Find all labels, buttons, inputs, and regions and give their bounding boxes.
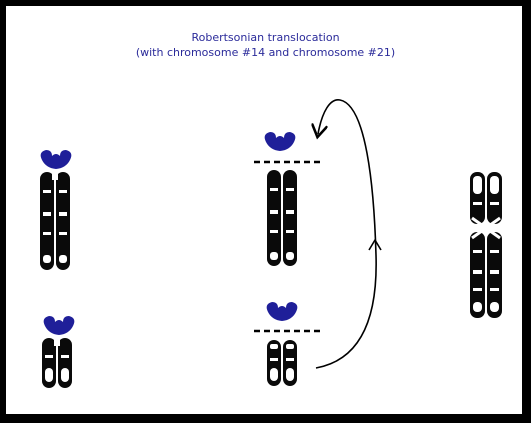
translocation-chromosome [470,172,502,318]
satellite-21-middle [267,302,298,321]
satellite-14-middle [265,132,296,151]
chromosome-14-middle [254,132,322,266]
chromosome-21-left [42,316,74,388]
satellite-21-left [44,316,75,335]
chromosome-21-middle [254,302,322,386]
satellite-14-left [41,150,72,169]
chromosome-14-left [40,150,71,270]
translocation-arrow [316,100,381,368]
